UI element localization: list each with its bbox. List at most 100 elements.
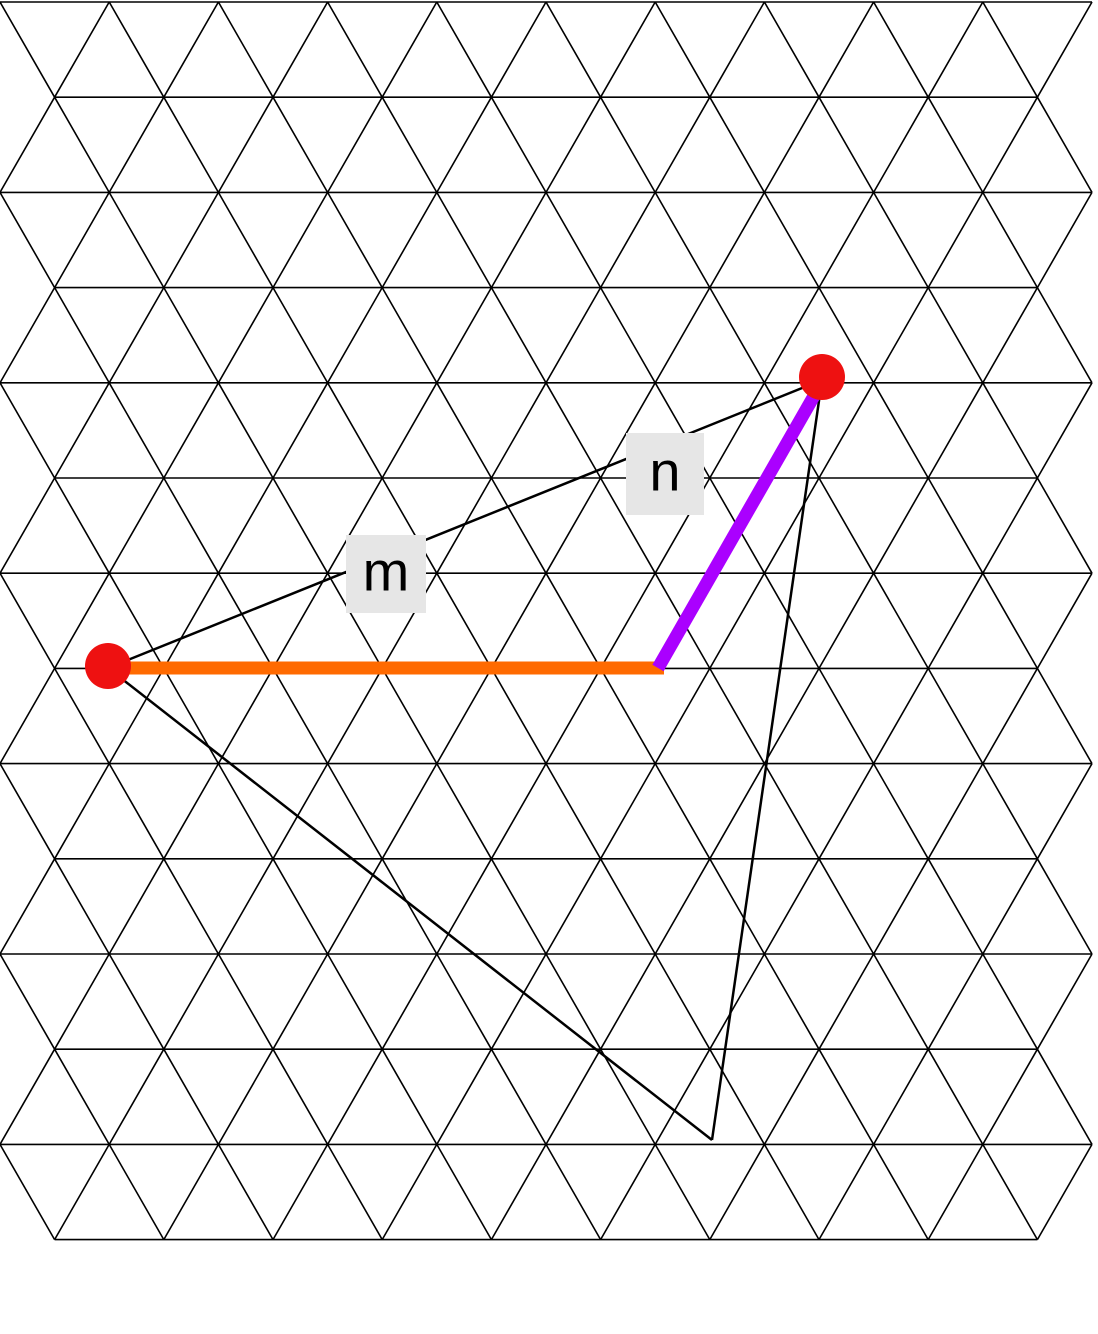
grid-diagonal-line [709,382,766,479]
grid-diagonal-line [709,1,766,98]
grid-diagonal-line [326,572,383,669]
grid-diagonal-line [163,1048,220,1145]
grid-diagonal-line [927,1144,984,1240]
grid-diagonal-line [654,1048,711,1145]
grid-diagonal-line [982,477,1039,574]
grid-diagonal-line [927,953,984,1050]
grid-diagonal-line [272,763,329,860]
grid-diagonal-line [217,1,274,98]
grid-diagonal-line [108,477,165,574]
grid-diagonal-line [818,953,875,1050]
grid-diagonal-line [763,1144,820,1240]
grid-diagonal-line [927,668,984,764]
grid-diagonal-line [545,572,602,669]
grid-diagonal-line [381,668,438,764]
grid-diagonal-line [53,96,110,193]
grid-diagonal-line [163,192,220,288]
grid-diagonal-line [381,1048,438,1145]
grid-diagonal-line [381,1144,438,1240]
grid-diagonal-line [927,287,984,384]
grid-diagonal-line [545,953,602,1050]
grid-diagonal-line [436,96,493,193]
grid-diagonal-line [272,1048,329,1145]
label-m: m [346,535,426,613]
grid-diagonal-line [326,192,383,288]
grid-diagonal-line [381,953,438,1050]
grid-diagonal-line [654,192,711,288]
grid-diagonal-line [818,668,875,764]
grid-diagonal-line [763,858,820,955]
grid-diagonal-line [163,96,220,193]
grid-diagonal-line [927,1,984,98]
grid-diagonal-line [872,192,929,288]
grid-diagonal-line [217,763,274,860]
grid-diagonal-line [326,1144,383,1240]
grid-diagonal-line [0,192,56,288]
grid-diagonal-line [0,287,56,384]
grid-diagonal-line [545,858,602,955]
grid-diagonal-line [108,96,165,193]
grid-diagonal-line [982,382,1039,479]
grid-diagonal-line [982,572,1039,669]
grid-diagonal-line [599,858,656,955]
grid-diagonal-line [490,96,547,193]
grid-diagonal-line [0,572,56,669]
grid-diagonal-line [108,1048,165,1145]
grid-diagonal-line [490,858,547,955]
grid-diagonal-line [654,1,711,98]
grid-diagonal-line [654,668,711,764]
grid-diagonal-line [654,953,711,1050]
label-m-background [346,535,426,613]
grid-diagonal-line [654,858,711,955]
grid-diagonal-line [709,1048,766,1145]
grid-diagonal-line [436,1048,493,1145]
grid-diagonal-line [108,953,165,1050]
grid-diagonal-line [217,858,274,955]
grid-diagonal-line [108,192,165,288]
grid-diagonal-line [326,382,383,479]
grid-diagonal-line [818,1,875,98]
grid-diagonal-line [217,192,274,288]
grid-diagonal-line [0,858,56,955]
grid-diagonal-line [53,192,110,288]
grid-diagonal-line [217,382,274,479]
grid-diagonal-line [872,477,929,574]
grid-diagonal-line [545,1,602,98]
edge-top-left-to-top-right [107,378,823,670]
grid-diagonal-line [545,287,602,384]
grid-diagonal-line [326,96,383,193]
grid-diagonal-line [0,668,56,764]
grid-diagonal-line [709,96,766,193]
grid-diagonal-line [872,287,929,384]
grid-diagonal-line [599,953,656,1050]
grid-diagonal-line [709,953,766,1050]
grid-diagonal-line [927,858,984,955]
grid-diagonal-line [272,96,329,193]
grid-diagonal-line [872,1,929,98]
grid-diagonal-line [927,192,984,288]
grid-diagonal-line [599,1144,656,1240]
grid-diagonal-line [982,1144,1039,1240]
grid-diagonal-line [490,953,547,1050]
grid-diagonal-line [982,287,1039,384]
grid-diagonal-line [872,763,929,860]
edge-right-to-bottom [710,379,824,1141]
grid-diagonal-line [381,858,438,955]
grid-diagonal-line [1036,96,1093,193]
grid-diagonal-line [490,192,547,288]
grid-diagonal-line [927,382,984,479]
grid-diagonal-line [108,858,165,955]
grid-diagonal-line [0,382,56,479]
label-n: n [626,433,704,515]
grid-diagonal-line [1036,1144,1093,1240]
grid-diagonal-line [381,287,438,384]
grid-diagonal-line [436,287,493,384]
grid-diagonal-line [763,287,820,384]
grid-diagonal-line [436,192,493,288]
grid-diagonal-line [763,1,820,98]
grid-diagonal-line [326,1,383,98]
grid-diagonal-line [872,953,929,1050]
grid-diagonal-line [545,382,602,479]
grid-diagonal-line [381,1,438,98]
grid-diagonal-line [818,96,875,193]
